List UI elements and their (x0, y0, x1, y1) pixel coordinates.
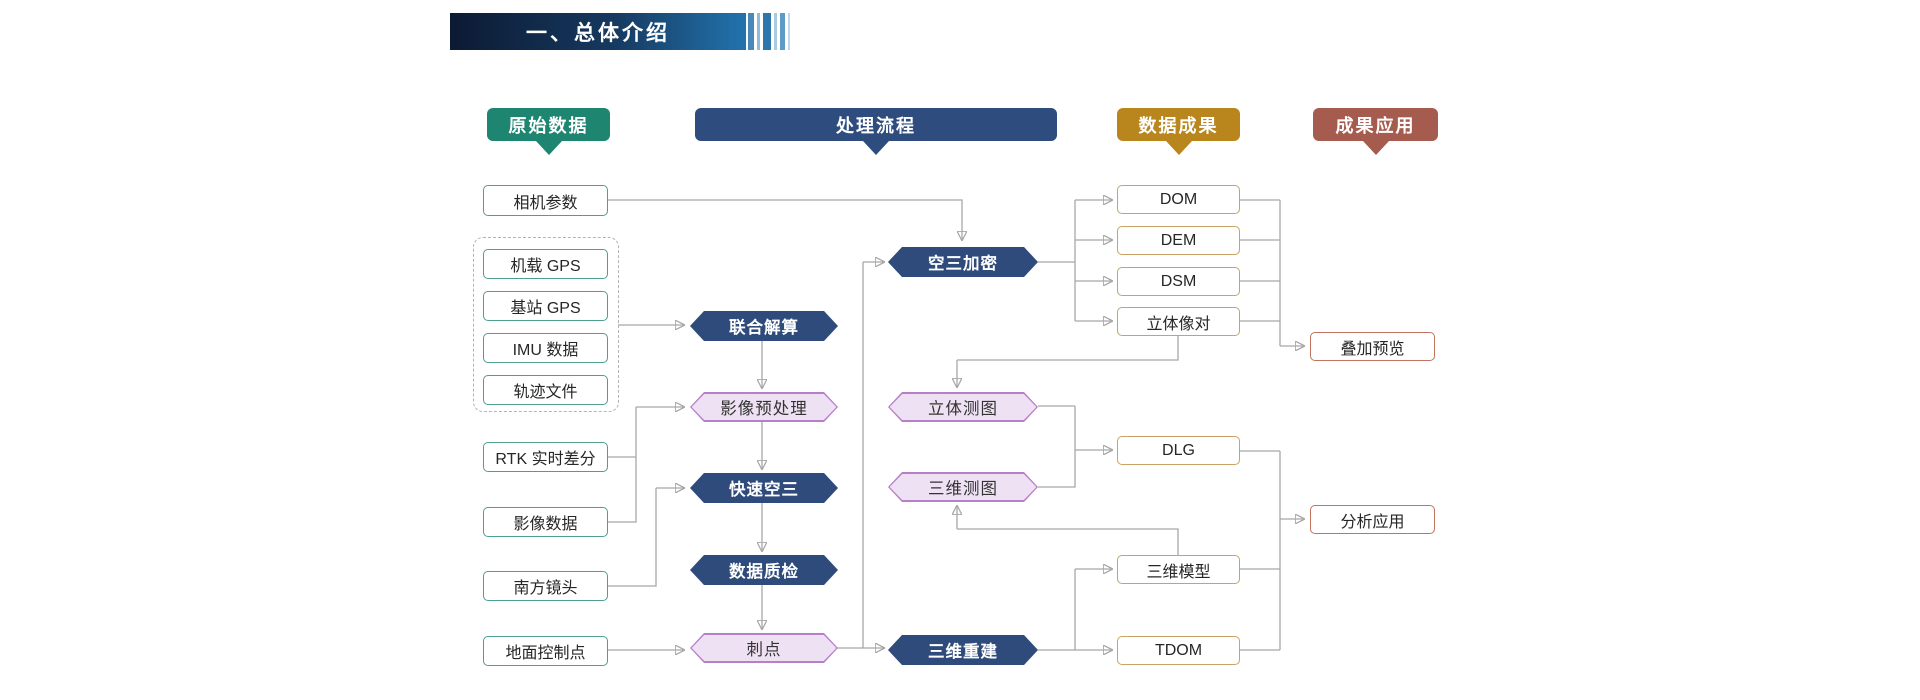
node-base-gps: 基站 GPS (483, 291, 608, 321)
header-result-application-label: 成果应用 (1335, 115, 1416, 136)
banner-stripe (780, 13, 785, 50)
node-analysis-app: 分析应用 (1310, 505, 1435, 534)
node-prick-point: 刺点 (690, 633, 838, 663)
header-raw-data-label: 原始数据 (508, 115, 589, 136)
header-data-results: 数据成果 (1117, 108, 1240, 141)
node-dlg: DLG (1117, 436, 1240, 465)
node-mapping-3d: 三维测图 (888, 472, 1038, 502)
node-prick-point-label: 刺点 (692, 635, 837, 662)
header-raw-data: 原始数据 (487, 108, 610, 141)
header-process-flow: 处理流程 (695, 108, 1057, 141)
section-banner: 一、总体介绍 (450, 13, 746, 50)
header-result-application: 成果应用 (1313, 108, 1438, 141)
node-tdom: TDOM (1117, 636, 1240, 665)
section-title: 一、总体介绍 (526, 21, 670, 45)
banner-stripe (788, 13, 790, 50)
node-fast-at: 快速空三 (690, 473, 838, 503)
node-mapping-3d-label: 三维测图 (890, 474, 1037, 501)
header-process-flow-label: 处理流程 (836, 115, 916, 136)
banner-stripe (748, 13, 754, 50)
node-overlay-preview: 叠加预览 (1310, 332, 1435, 361)
node-image-preprocess: 影像预处理 (690, 392, 838, 422)
node-track-file: 轨迹文件 (483, 375, 608, 405)
node-dom: DOM (1117, 185, 1240, 214)
edge-camera-to-atdensify (608, 199, 962, 240)
node-imu-data: IMU 数据 (483, 333, 608, 363)
node-dem: DEM (1117, 226, 1240, 255)
node-joint-solution: 联合解算 (690, 311, 838, 341)
node-stereo-pair: 立体像对 (1117, 307, 1240, 336)
node-image-data: 影像数据 (483, 507, 608, 537)
node-south-lens: 南方镜头 (483, 571, 608, 601)
node-stereo-mapping-label: 立体测图 (890, 394, 1037, 421)
banner-stripe (774, 13, 777, 50)
node-airborne-gps: 机载 GPS (483, 249, 608, 279)
header-data-results-label: 数据成果 (1138, 115, 1219, 136)
node-image-preprocess-label: 影像预处理 (692, 394, 837, 421)
node-stereo-mapping: 立体测图 (888, 392, 1038, 422)
node-at-densify: 空三加密 (888, 247, 1038, 277)
node-camera-params: 相机参数 (483, 185, 608, 216)
node-dsm: DSM (1117, 267, 1240, 296)
node-model-3d: 三维模型 (1117, 555, 1240, 584)
gps-group-box (473, 237, 619, 412)
node-rtk: RTK 实时差分 (483, 442, 608, 472)
banner-stripe (757, 13, 760, 50)
banner-stripe (763, 13, 771, 50)
node-recon-3d: 三维重建 (888, 635, 1038, 665)
node-data-qc: 数据质检 (690, 555, 838, 585)
node-gcp: 地面控制点 (483, 636, 608, 666)
